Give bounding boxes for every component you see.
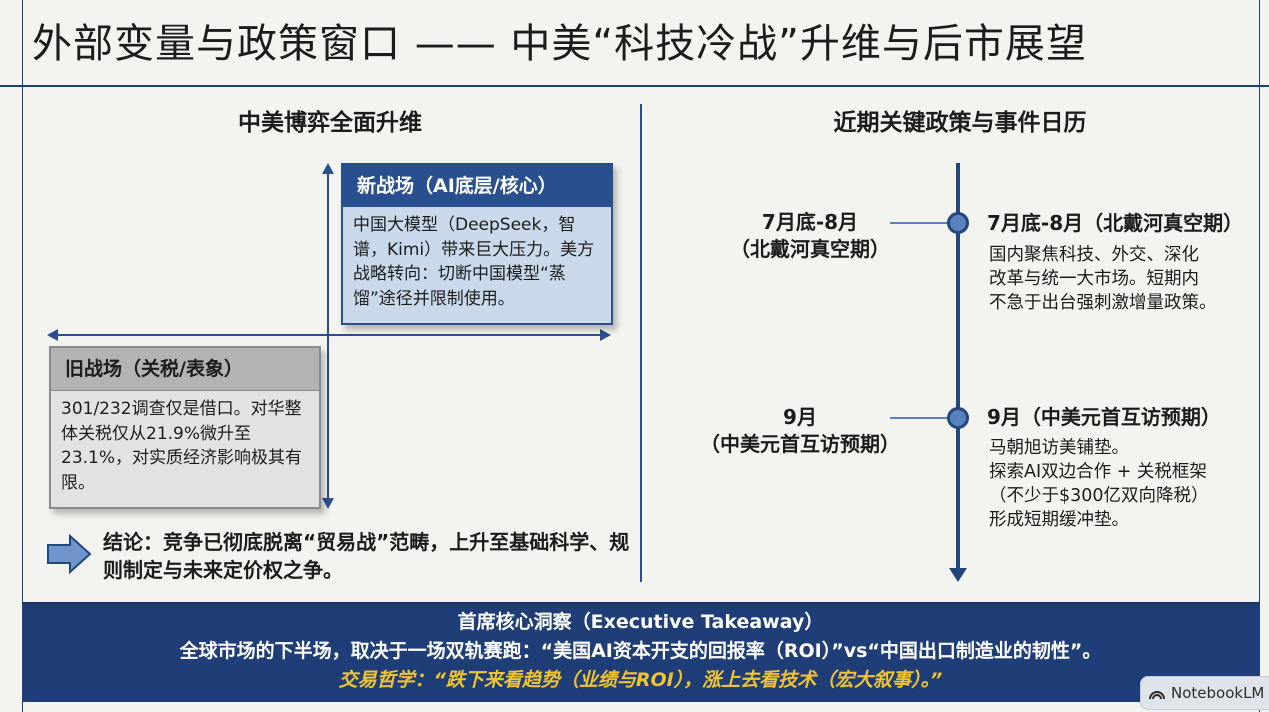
notebooklm-badge[interactable]: NotebookLM: [1140, 676, 1269, 710]
event-line: 探索AI双边合作 + 关税框架: [989, 462, 1207, 482]
event-line: 改革与统一大市场。短期内: [989, 269, 1199, 289]
banner-title: 首席核心洞察（Executive Takeaway）: [457, 611, 824, 633]
timeline-date-label: 9月 （中美元首互访预期）: [700, 404, 900, 458]
timeline-dot: [947, 407, 969, 429]
executive-takeaway-banner: 首席核心洞察（Executive Takeaway） 全球市场的下半场，取决于一…: [22, 602, 1259, 702]
old-battlefield-body: 301/232调查仅是借口。对华整体关税仅从21.9%微升至23.1%，对实质经…: [61, 399, 303, 493]
notebooklm-logo-icon: [1149, 691, 1165, 700]
right-arrow-icon: [47, 534, 92, 574]
new-battlefield-header: 新战场（AI底层/核心）: [343, 165, 611, 207]
frame-left-border: [22, 0, 23, 712]
timeline-date-label: 7月底-8月 （北戴河真空期）: [720, 209, 900, 263]
timeline-connector: [890, 417, 950, 419]
right-section-title: 近期关键政策与事件日历: [833, 110, 1087, 136]
event-line: 马朝旭访美铺垫。: [989, 438, 1129, 458]
event-description: 国内聚焦科技、外交、深化 改革与统一大市场。短期内 不急于出台强刺激增量政策。: [989, 243, 1217, 315]
timeline-arrow-down-icon: [949, 568, 967, 582]
event-description: 马朝旭访美铺垫。 探索AI双边合作 + 关税框架 （不少于$300亿双向降税） …: [989, 436, 1209, 532]
event-title: 9月（中美元首互访预期）: [987, 405, 1221, 429]
axis-arrow-right-icon: [600, 329, 611, 341]
new-battlefield-body: 中国大模型（DeepSeek，智谱，Kimi）带来巨大压力。美方战略转向：切断中…: [353, 215, 595, 309]
title-divider: [0, 85, 1269, 87]
vertical-axis: [327, 172, 329, 500]
date-subline: （中美元首互访预期）: [700, 432, 900, 456]
old-battlefield-card: 旧战场（关税/表象） 301/232调查仅是借口。对华整体关税仅从21.9%微升…: [49, 346, 321, 509]
horizontal-axis: [56, 334, 602, 336]
page-title: 外部变量与政策窗口 —— 中美“科技冷战”升维与后市展望: [32, 21, 1087, 67]
event-line: 国内聚焦科技、外交、深化: [989, 245, 1199, 265]
column-divider: [640, 104, 642, 582]
date-line: 7月底-8月: [761, 210, 859, 234]
banner-trading-philosophy: 交易哲学：“跌下来看趋势（业绩与ROI），涨上去看技术（宏大叙事）。”: [338, 669, 943, 691]
notebooklm-label: NotebookLM: [1171, 684, 1265, 702]
left-section-title: 中美博弈全面升维: [238, 110, 422, 136]
banner-main-text: 全球市场的下半场，取决于一场双轨赛跑：“美国AI资本开支的回报率（ROI）”vs…: [179, 640, 1102, 662]
timeline-connector: [890, 222, 950, 224]
event-line: 不急于出台强刺激增量政策。: [989, 293, 1217, 313]
new-battlefield-card: 新战场（AI底层/核心） 中国大模型（DeepSeek，智谱，Kimi）带来巨大…: [341, 163, 613, 325]
axis-arrow-down-icon: [322, 498, 334, 509]
timeline-line: [956, 163, 960, 573]
frame-right-border: [1259, 0, 1260, 712]
axis-arrow-up-icon: [322, 163, 334, 174]
date-subline: （北戴河真空期）: [730, 237, 890, 261]
old-battlefield-header: 旧战场（关税/表象）: [51, 348, 319, 391]
event-title: 7月底-8月（北戴河真空期）: [987, 211, 1244, 235]
axis-arrow-left-icon: [47, 329, 58, 341]
date-line: 9月: [783, 405, 817, 429]
event-line: 形成短期缓冲垫。: [989, 510, 1129, 530]
timeline-dot: [947, 212, 969, 234]
conclusion-text: 结论：竞争已彻底脱离“贸易战”范畴，上升至基础科学、规则制定与未来定价权之争。: [103, 530, 630, 582]
event-line: （不少于$300亿双向降税）: [989, 486, 1209, 506]
